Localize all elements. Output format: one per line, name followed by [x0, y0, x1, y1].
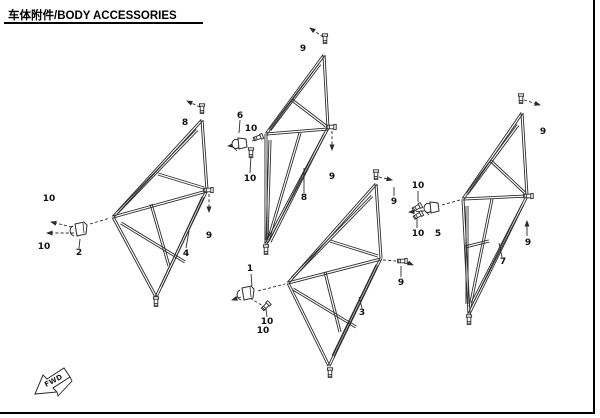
latch-part-5 — [423, 201, 440, 216]
callout-label-8: 8 — [301, 193, 307, 203]
callout-label-5: 5 — [435, 229, 441, 239]
callout-label-9: 9 — [398, 278, 404, 288]
bolt — [397, 257, 408, 265]
callout-label-9: 9 — [540, 127, 546, 137]
page-border-bottom — [0, 412, 595, 414]
callout-label-10: 10 — [244, 174, 257, 184]
bolt — [203, 186, 214, 194]
frame-panel-4-right — [461, 112, 529, 315]
bolt — [372, 169, 380, 180]
callout-label-9: 9 — [206, 231, 212, 241]
bolt — [465, 314, 473, 325]
bolt — [198, 103, 206, 114]
callout-label-10: 10 — [261, 317, 274, 327]
callout-label-1: 1 — [247, 264, 253, 274]
callout-label-8: 8 — [182, 118, 188, 128]
bolt — [321, 33, 329, 44]
callout-label-10: 10 — [245, 124, 258, 134]
callout-label-9: 9 — [329, 172, 335, 182]
latch-part-6 — [231, 137, 248, 152]
callout-label-6: 6 — [237, 111, 243, 121]
callout-label-4: 4 — [183, 249, 189, 259]
page-border-right — [593, 0, 595, 414]
frames-layer — [111, 54, 529, 367]
fwd-direction-indicator: FWD — [34, 367, 73, 397]
callout-label-2: 2 — [76, 248, 82, 258]
fwd-arrow-side-face — [52, 376, 73, 397]
frame-panel-1-left — [111, 118, 209, 298]
frame-panel-2-mid-upper — [264, 54, 330, 245]
callout-label-3: 3 — [359, 308, 365, 318]
title-underline — [4, 22, 203, 24]
callout-label-9: 9 — [525, 238, 531, 248]
callout-label-9: 9 — [391, 197, 397, 207]
callout-label-10: 10 — [412, 181, 425, 191]
bolt — [523, 192, 534, 200]
hardware-layer — [69, 33, 534, 378]
header: 车体附件/BODY ACCESSORIES — [4, 6, 203, 24]
latch-part-2 — [69, 221, 88, 237]
frame-panel-3-mid-lower — [286, 183, 383, 367]
callout-label-10: 10 — [257, 326, 270, 336]
bolt — [262, 244, 270, 255]
callout-label-10: 10 — [38, 242, 51, 252]
bolt — [326, 367, 334, 378]
bolt — [152, 296, 160, 307]
callout-label-9: 9 — [300, 44, 306, 54]
callout-label-10: 10 — [412, 229, 425, 239]
bolt — [326, 123, 337, 131]
bolt — [517, 93, 525, 104]
bolt — [252, 132, 265, 142]
bolt — [247, 147, 255, 158]
bolt — [412, 210, 425, 220]
bolt — [411, 202, 424, 212]
bolt — [260, 300, 272, 312]
page-title: 车体附件/BODY ACCESSORIES — [8, 10, 177, 22]
callout-label-10: 10 — [43, 194, 56, 204]
latch-part-1 — [236, 285, 255, 301]
callout-label-7: 7 — [500, 257, 506, 267]
